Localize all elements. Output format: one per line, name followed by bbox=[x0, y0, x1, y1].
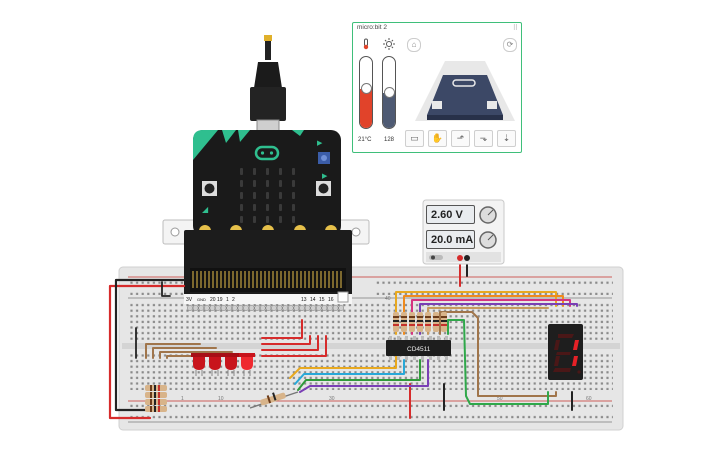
current-display: 20.0 mA bbox=[426, 230, 475, 249]
gesture-free-fall-button[interactable]: ⇣ bbox=[497, 130, 516, 147]
wire-black-left bbox=[114, 278, 186, 412]
cd4511-chip[interactable]: CD4511 bbox=[386, 336, 451, 360]
resistor-diagonal[interactable] bbox=[249, 391, 299, 409]
column-number: 30 bbox=[329, 396, 335, 402]
voltage-display: 2.60 V bbox=[426, 205, 475, 224]
microbit-board[interactable]: ▶ ◢ ▶ bbox=[193, 130, 341, 237]
led-2 bbox=[207, 353, 223, 376]
column-number: 50 bbox=[497, 396, 503, 402]
gesture-tilt-right-button[interactable]: ⬎ bbox=[474, 130, 493, 147]
edge-connector[interactable]: 3V GND 20 19 1 2 13 14 15 16 bbox=[184, 230, 352, 311]
pin-label-1: 1 bbox=[226, 297, 229, 303]
column-number: 1 bbox=[181, 396, 184, 402]
pin-label-13: 13 bbox=[301, 297, 307, 303]
pin-label-19: 19 bbox=[217, 297, 223, 303]
gesture-tilt-left-button[interactable]: ⬏ bbox=[451, 130, 470, 147]
led-3 bbox=[223, 353, 239, 376]
resistor-bank-lower[interactable] bbox=[145, 385, 167, 412]
resistor-bank-upper[interactable] bbox=[393, 312, 447, 332]
sun-icon bbox=[383, 38, 395, 50]
chip-label: CD4511 bbox=[407, 346, 431, 353]
temperature-value: 21°C bbox=[358, 137, 372, 143]
gesture-shake-button[interactable]: ✋ bbox=[428, 130, 447, 147]
rotate-icon[interactable]: ⟳ bbox=[503, 38, 517, 52]
microbit-logo-icon[interactable] bbox=[254, 145, 280, 161]
temperature-thumb[interactable] bbox=[361, 82, 372, 94]
wire-red-left bbox=[108, 284, 186, 420]
pin-label-3v: 3V bbox=[186, 297, 193, 303]
temperature-slider[interactable] bbox=[359, 56, 373, 129]
temperature-fill bbox=[360, 88, 372, 128]
pin-label-16: 16 bbox=[328, 297, 334, 303]
light-fill bbox=[383, 92, 395, 128]
led-4 bbox=[239, 353, 255, 376]
wire-black-top-left bbox=[161, 281, 171, 297]
pin-label-20: 20 bbox=[210, 297, 216, 303]
button-a[interactable] bbox=[202, 181, 217, 196]
gesture-logo-up-button[interactable]: ▭ bbox=[405, 130, 424, 147]
microbit-3d-view[interactable] bbox=[405, 53, 520, 128]
breadboard-label-box bbox=[337, 291, 349, 303]
home-icon[interactable]: ⌂ bbox=[407, 38, 421, 52]
light-value: 128 bbox=[384, 137, 395, 143]
light-slider[interactable] bbox=[382, 56, 396, 129]
pin-label-gnd: GND bbox=[197, 297, 206, 302]
pin-label-15: 15 bbox=[319, 297, 325, 303]
button-b[interactable] bbox=[316, 181, 331, 196]
svg-text:◢: ◢ bbox=[202, 205, 209, 214]
pin-label-14: 14 bbox=[310, 297, 316, 303]
column-number: 60 bbox=[586, 396, 592, 402]
pin-label-2: 2 bbox=[232, 297, 235, 303]
drag-handle-icon[interactable]: ⠿ bbox=[512, 25, 518, 32]
column-number: 40 bbox=[385, 296, 391, 302]
thermometer-icon bbox=[363, 38, 369, 50]
usb-cable[interactable] bbox=[250, 35, 286, 137]
led-matrix bbox=[240, 168, 295, 223]
svg-text:▶: ▶ bbox=[322, 173, 328, 180]
seven-segment-display[interactable] bbox=[548, 324, 583, 380]
led-1 bbox=[191, 353, 207, 376]
led-array[interactable] bbox=[191, 353, 255, 376]
simulator-title: micro:bit 2 bbox=[357, 24, 387, 31]
microbit-simulator-panel[interactable]: micro:bit 2 ⠿ 21°C 128 ⌂ ⟳ ▭ ✋ ⬏ ⬎ ⇣ bbox=[352, 22, 522, 153]
svg-text:▶: ▶ bbox=[317, 140, 323, 147]
light-thumb[interactable] bbox=[384, 86, 395, 98]
column-number: 10 bbox=[218, 396, 224, 402]
